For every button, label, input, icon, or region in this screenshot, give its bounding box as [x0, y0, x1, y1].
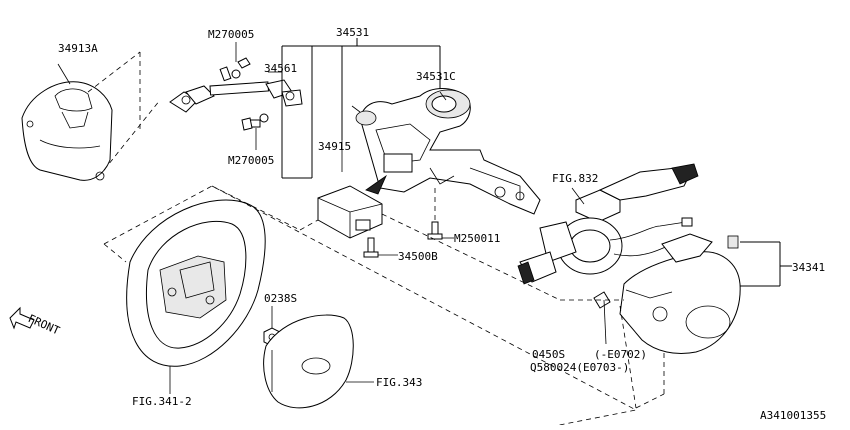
- bolt-M270005-top: [219, 57, 251, 82]
- front-arrow-icon: [9, 306, 35, 330]
- label-34531: 34531: [336, 26, 369, 39]
- label-0450S: 0450S: [532, 348, 565, 361]
- bolt-34500B: [363, 237, 379, 258]
- label-M250011: M250011: [454, 232, 500, 245]
- label-0238S: 0238S: [264, 292, 297, 305]
- label-34341: 34341: [792, 261, 825, 274]
- screw-0450S: [593, 291, 611, 345]
- label-FIG832: FIG.832: [552, 172, 598, 185]
- column-cover-34341: [619, 233, 741, 354]
- label-FIG341-2: FIG.341-2: [132, 395, 192, 408]
- label-E0702: (-E0702): [594, 348, 647, 361]
- arrow-indicator: [365, 174, 387, 195]
- label-Q580024: Q580024(E0703-): [530, 361, 629, 374]
- steering-wheel: [126, 199, 266, 367]
- label-34915: 34915: [318, 140, 351, 153]
- label-M270005-bottom: M270005: [228, 154, 274, 167]
- steering-column-assembly-34531C: [351, 88, 541, 215]
- airbag-module: [263, 314, 354, 409]
- label-34500B: 34500B: [398, 250, 438, 263]
- diagram-id: A341001355: [760, 409, 826, 422]
- bolt-M250011: [427, 221, 443, 240]
- bolt-M270005-bottom: [241, 113, 269, 131]
- column-cover-34913A: [21, 81, 113, 181]
- label-34531C: 34531C: [416, 70, 456, 83]
- label-front: FRONT: [26, 312, 62, 337]
- control-unit-34915: [317, 185, 383, 239]
- label-34561: 34561: [264, 62, 297, 75]
- label-M270005-top: M270005: [208, 28, 254, 41]
- label-FIG343: FIG.343: [376, 376, 422, 389]
- universal-joint-shaft-34561: [169, 79, 303, 113]
- combination-switch-assembly: [517, 163, 699, 285]
- label-34913A: 34913A: [58, 42, 98, 55]
